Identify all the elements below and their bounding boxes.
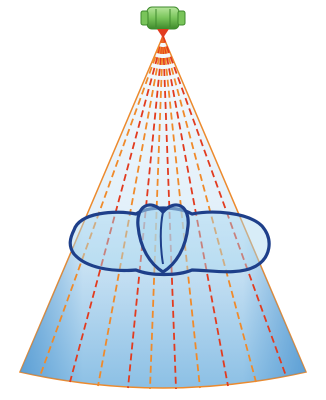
scanned-body-cross-section: [70, 205, 269, 275]
x-ray-tube-icon: [141, 7, 185, 38]
